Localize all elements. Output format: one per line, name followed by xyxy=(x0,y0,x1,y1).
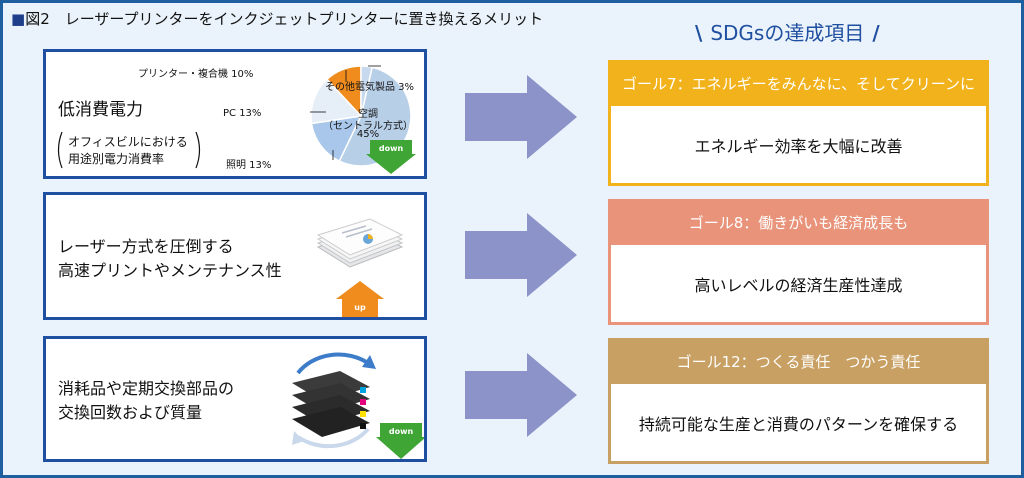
pie-slice-lighting xyxy=(310,115,363,163)
down-arrow-badge: down xyxy=(366,140,416,174)
goal-12-body: 持続可能な生産と消費のパターンを確保する xyxy=(638,414,959,434)
right-arrow-2 xyxy=(465,213,577,297)
power-note-line2: 用途別電力消費率 xyxy=(68,152,165,166)
goal-8-header: ゴール8：働きがいも経済成長も xyxy=(611,202,986,245)
sdgs-header: \ SDGsの達成項目 / xyxy=(687,17,888,46)
goal-12-header: ゴール12：つくる責任 つかう責任 xyxy=(611,341,986,384)
sdgs-right-slash: / xyxy=(872,21,880,45)
down-arrow-badge-2: down xyxy=(376,423,424,459)
down-badge-text: down xyxy=(379,144,404,153)
title-marker: ■ xyxy=(11,10,26,28)
pie-label-ac-line2: （セントラル方式） xyxy=(323,121,413,132)
pie-slice-other xyxy=(360,65,374,117)
speed-title-line1: レーザー方式を圧倒する xyxy=(58,237,234,256)
benefit-box-power: 低消費電力 オフィスビルにおける 用途別電力消費率 プリンター・複合機 10% … xyxy=(43,49,427,179)
pie-label-other: その他電気製品 3% xyxy=(325,82,415,93)
pie-label-ac-line1: 空調 xyxy=(358,109,378,120)
pie-label-ac-value: 45% xyxy=(356,129,380,140)
pie-label-pc: PC 13% xyxy=(223,108,262,119)
goal-7-body: エネルギー効率を大幅に改善 xyxy=(694,136,903,156)
title-text: 図2 レーザープリンターをインクジェットプリンターに置き換えるメリット xyxy=(25,10,544,28)
speed-title-line2: 高速プリントやメンテナンス性 xyxy=(58,261,282,280)
goal-8-body: 高いレベルの経済生産性達成 xyxy=(694,275,903,295)
benefit-box-consumables: 消耗品や定期交換部品の 交換回数および質量 down xyxy=(43,336,427,462)
power-title: 低消費電力 xyxy=(58,100,143,120)
paper-stack-icon xyxy=(316,218,404,268)
ink-cartridges-icon xyxy=(292,352,376,449)
goal-box-7: ゴール7：エネルギーをみんなに、そしてクリーンに エネルギー効率を大幅に改善 xyxy=(608,60,989,186)
goal-box-8: ゴール8：働きがいも経済成長も 高いレベルの経済生産性達成 xyxy=(608,199,989,325)
up-badge-text: up xyxy=(354,303,366,312)
right-arrow-3 xyxy=(465,353,577,437)
goal-box-12: ゴール12：つくる責任 つかう責任 持続可能な生産と消費のパターンを確保する xyxy=(608,338,989,464)
figure-title: ■図2 レーザープリンターをインクジェットプリンターに置き換えるメリット xyxy=(11,8,543,29)
pie-label-lighting: 照明 13% xyxy=(226,160,272,171)
power-note-line1: オフィスビルにおける xyxy=(68,135,188,149)
sdgs-left-slash: \ xyxy=(695,21,703,45)
down-badge-text-2: down xyxy=(389,427,414,436)
benefit-box-speed: レーザー方式を圧倒する 高速プリントやメンテナンス性 up xyxy=(43,192,427,320)
right-arrow-1 xyxy=(465,75,577,159)
consumables-title-line1: 消耗品や定期交換部品の xyxy=(58,379,235,398)
up-arrow-badge: up xyxy=(336,281,384,317)
note-brackets xyxy=(57,131,201,169)
sdgs-header-text: SDGsの達成項目 xyxy=(710,21,865,45)
goal-7-header: ゴール7：エネルギーをみんなに、そしてクリーンに xyxy=(611,63,986,106)
pie-slice-pc xyxy=(310,78,363,125)
pie-label-printer: プリンター・複合機 10% xyxy=(138,69,254,80)
consumables-title-line2: 交換回数および質量 xyxy=(58,403,203,422)
